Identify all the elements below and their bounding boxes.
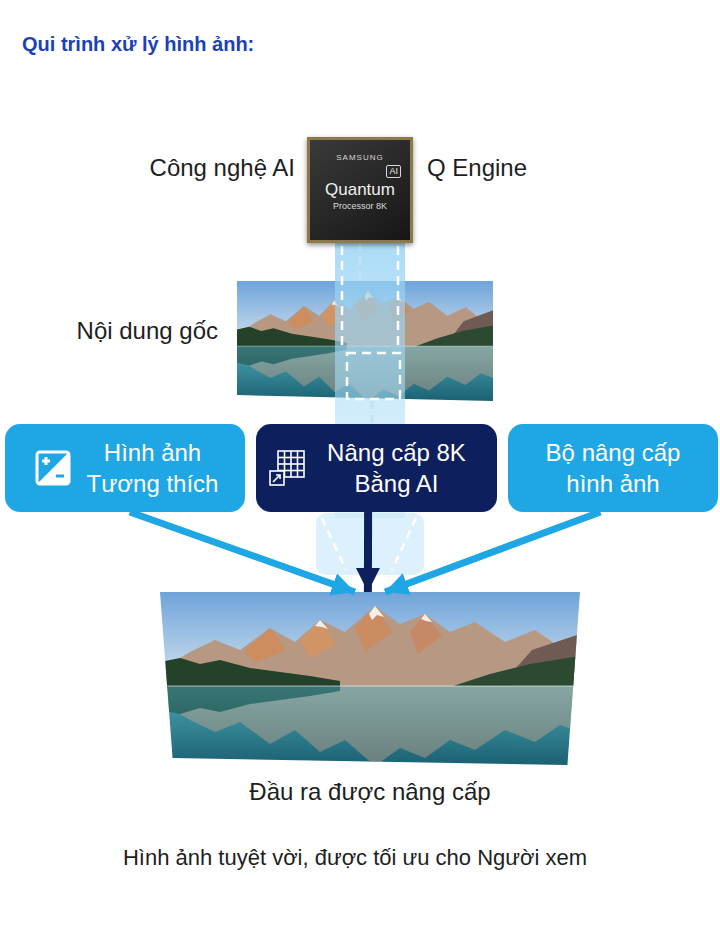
- process-box: Hình ảnh Tương thích: [5, 424, 245, 512]
- process-label: Nâng cấp 8K Bằng AI: [314, 437, 479, 499]
- chip-ai-badge: AI: [386, 165, 401, 178]
- flow-arrow: [385, 512, 600, 592]
- side-label: Q Engine: [427, 154, 527, 182]
- chip-model: Quantum: [310, 180, 410, 200]
- exposure-icon: [35, 450, 71, 486]
- process-label: Hình ảnh Tương thích: [78, 437, 228, 499]
- output-image: [160, 592, 580, 765]
- image-label: Đầu ra được nâng cấp: [160, 778, 580, 806]
- chip-brand: SAMSUNG: [310, 153, 410, 162]
- image-label: Nội dung gốc: [18, 317, 218, 345]
- diagram-title: Qui trình xử lý hình ảnh:: [22, 33, 254, 56]
- process-box: Bộ nâng cấp hình ảnh: [508, 424, 718, 512]
- upscale-grid-icon: [268, 449, 306, 487]
- diagram-caption: Hình ảnh tuyệt vời, được tối ưu cho Ngườ…: [0, 845, 710, 871]
- original-content: Nội dung gốc: [237, 281, 493, 401]
- beam-connector: [370, 401, 373, 424]
- process-label: Bộ nâng cấp hình ảnh: [528, 437, 698, 499]
- flow-arrow: [130, 512, 355, 592]
- chip-model-sub: Processor 8K: [310, 201, 410, 211]
- side-label: Công nghệ AI: [150, 154, 295, 182]
- flow-arrow: [364, 512, 372, 592]
- beam-connector: [358, 243, 361, 281]
- process-box: Nâng cấp 8K Bằng AI: [256, 424, 497, 512]
- upscaled-output: Đầu ra được nâng cấp: [160, 592, 580, 765]
- processor-chip: SAMSUNG AI QuantumProcessor 8K: [307, 137, 413, 243]
